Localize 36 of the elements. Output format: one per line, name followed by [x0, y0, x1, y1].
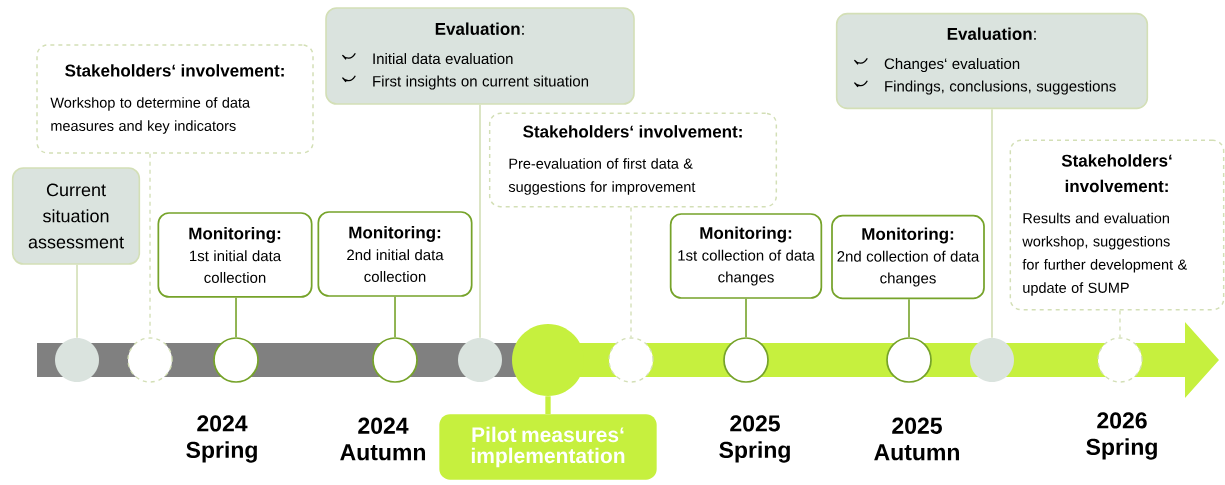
milestone-circle	[458, 338, 502, 382]
milestone-circle	[372, 337, 418, 383]
date-label: 2025 Spring	[719, 415, 790, 463]
involvement-box: Stakeholders‘ involvement: Results and evaluation workshop, suggestions for further development & update of SUMP	[1009, 139, 1225, 311]
connector-line	[394, 296, 396, 338]
date-label: 2024 Autumn	[340, 417, 425, 461]
milestone-circle	[1097, 337, 1143, 383]
milestone-circle	[970, 338, 1014, 382]
date-label: 2026 Spring	[1086, 412, 1157, 460]
milestone-circle	[608, 337, 654, 383]
connector-line	[991, 108, 993, 339]
monitoring-box: Monitoring: 1st initial data collection	[157, 212, 313, 298]
milestone-circle	[723, 337, 769, 383]
connector-line	[1119, 309, 1121, 338]
implementation-box: Pilot measures‘ implementation	[439, 414, 657, 480]
monitoring-box: Monitoring: 1st collection of data changes	[669, 213, 823, 299]
connector-line	[545, 396, 551, 415]
date-label: 2025 Autumn	[874, 417, 959, 461]
milestone-circle	[55, 338, 99, 382]
connector-line	[76, 264, 78, 339]
evaluation-box: Evaluation: Initial data evaluation First insights on current situation	[325, 7, 635, 105]
involvement-box: Stakeholders‘ involvement: Workshop to determine of data measures and key indicators	[36, 44, 314, 154]
connector-line	[479, 104, 481, 339]
connector-line	[630, 206, 632, 338]
connector-line	[908, 298, 910, 338]
milestone-circle	[213, 337, 259, 383]
monitoring-box: Monitoring: 2nd initial data collection	[317, 211, 473, 297]
assessment-box: Current situation assessment	[11, 167, 141, 265]
date-label: 2024 Spring	[186, 415, 257, 463]
evaluation-box: Evaluation: Changes‘ evaluation Findings, conclusions, suggestions	[835, 12, 1149, 110]
connector-line	[235, 297, 237, 338]
monitoring-box: Monitoring: 2nd collection of data changes	[831, 214, 985, 300]
milestone-circle	[127, 337, 173, 383]
milestone-circle	[886, 337, 932, 383]
connector-line	[745, 298, 747, 338]
involvement-box: Stakeholders‘ involvement: Pre-evaluation of first data & suggestions for improvement	[488, 112, 778, 208]
